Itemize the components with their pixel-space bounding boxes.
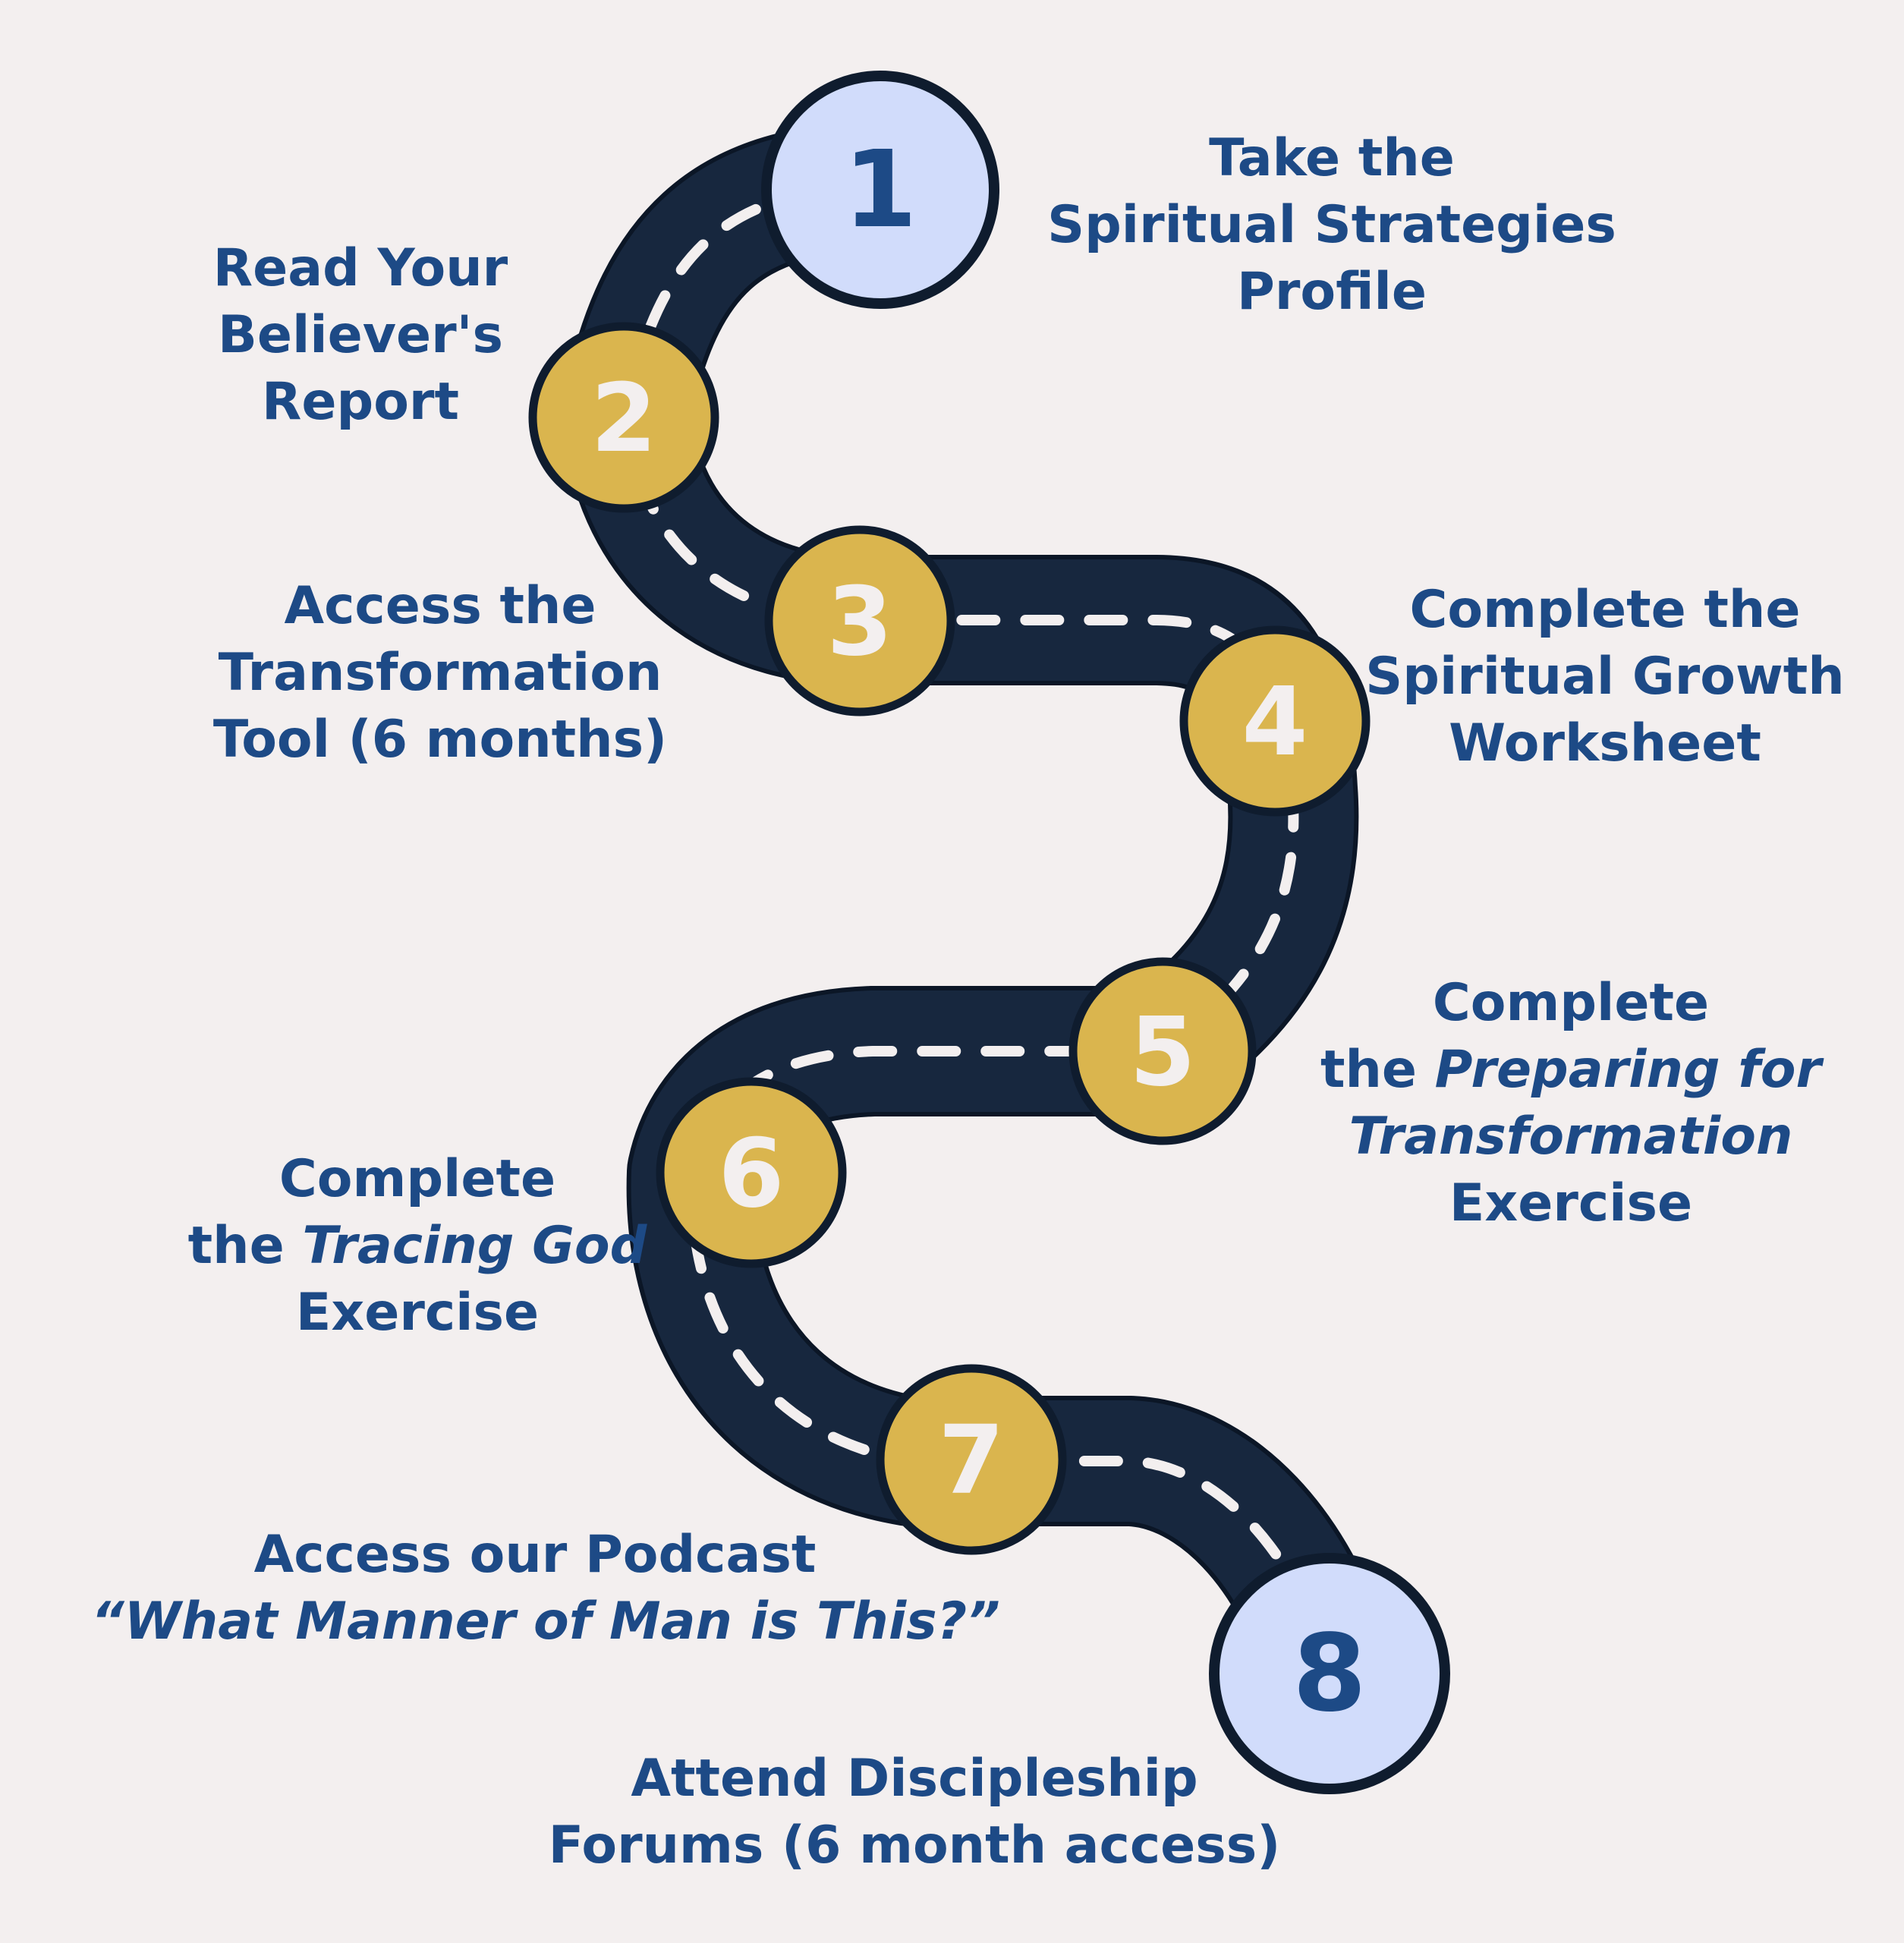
step-label-line: Access our Podcast: [91, 1522, 979, 1589]
label-text: Attend Discipleship: [631, 1749, 1198, 1809]
label-text: Read Your: [212, 238, 508, 298]
label-title-italic: Tracing God: [302, 1216, 647, 1276]
label-text: Access our Podcast: [253, 1525, 817, 1585]
step-marker-circle: [764, 525, 955, 716]
step-number: 3: [827, 567, 893, 677]
step-label-line: Spiritual Growth: [1343, 644, 1867, 710]
label-text: Profile: [1237, 262, 1427, 322]
label-title-italic: Transformation: [1349, 1107, 1793, 1167]
step-marker-circle: [1209, 1553, 1450, 1794]
label-text: Believer's: [218, 305, 503, 365]
step-number: 4: [1242, 667, 1308, 777]
step-marker-5: 5: [1068, 957, 1257, 1145]
step-marker-1: 1: [761, 71, 999, 309]
label-text: Complete: [279, 1149, 556, 1209]
step-label-line: the Preparing for: [1290, 1037, 1852, 1104]
step-label-line: Exercise: [1290, 1170, 1852, 1237]
step-marker-circle: [528, 322, 719, 513]
step-label-line: “What Manner of Man is This?”: [91, 1589, 1000, 1655]
step-marker-2: 2: [528, 322, 719, 513]
label-text: Spiritual Strategies: [1047, 195, 1616, 255]
step-label-7: Access our Podcast “What Manner of Man is…: [91, 1522, 1000, 1655]
step-marker-circle: [1068, 957, 1257, 1145]
step-label-line: Read Your: [137, 235, 584, 302]
label-text: Exercise: [295, 1283, 540, 1343]
step-number: 1: [843, 128, 917, 252]
step-label-line: Report: [137, 369, 584, 436]
step-label-line: Tool (6 months): [137, 707, 744, 773]
step-label-line: Transformation: [137, 640, 744, 707]
step-label-line: Access the: [137, 573, 744, 640]
step-marker-6: 6: [656, 1077, 847, 1268]
step-markers: 1 2 3 4 5 6 7 8: [528, 71, 1450, 1794]
step-label-line: Transformation: [1290, 1104, 1852, 1170]
step-label-line: Complete: [121, 1146, 713, 1213]
step-label-line: the Tracing God: [121, 1213, 713, 1280]
label-text: Worksheet: [1449, 713, 1761, 773]
step-marker-circle: [761, 71, 999, 309]
step-marker-4: 4: [1179, 625, 1371, 817]
label-text: Tool (6 months): [212, 710, 668, 770]
label-text: Exercise: [1449, 1173, 1693, 1233]
step-label-line: Profile: [983, 259, 1681, 326]
label-text: Transformation: [218, 643, 662, 703]
label-text: Forums (6 month access): [548, 1815, 1281, 1875]
label-title-italic: “What Manner of Man is This?”: [91, 1592, 1000, 1652]
label-text: Complete: [1432, 973, 1710, 1033]
step-label-line: Take the: [983, 125, 1681, 192]
step-number: 8: [1292, 1612, 1366, 1736]
label-text: Spiritual Growth: [1365, 647, 1845, 707]
step-label-line: Complete: [1290, 970, 1852, 1037]
step-label-line: Spiritual Strategies: [983, 192, 1681, 259]
step-marker-3: 3: [764, 525, 955, 716]
label-text: Access the: [284, 576, 596, 636]
step-label-line: Forums (6 month access): [493, 1812, 1336, 1879]
label-title-italic: Preparing for: [1434, 1040, 1822, 1100]
step-marker-circle: [656, 1077, 847, 1268]
step-label-line: Complete the: [1343, 577, 1867, 644]
step-marker-8: 8: [1209, 1553, 1450, 1794]
step-number: 5: [1130, 997, 1196, 1107]
step-marker-7: 7: [876, 1364, 1067, 1555]
step-number: 7: [939, 1406, 1005, 1516]
label-text: Take the: [1209, 128, 1455, 188]
label-text: Report: [262, 372, 459, 432]
step-label-line: Attend Discipleship: [493, 1746, 1336, 1812]
label-text: Complete the: [1409, 580, 1801, 640]
step-marker-circle: [1179, 625, 1371, 817]
label-text: the: [1320, 1040, 1435, 1100]
step-label-line: Worksheet: [1343, 710, 1867, 777]
step-number: 6: [719, 1119, 785, 1229]
label-text: the: [187, 1216, 303, 1276]
step-number: 2: [591, 364, 657, 474]
step-marker-circle: [876, 1364, 1067, 1555]
step-label-line: Believer's: [137, 302, 584, 369]
step-label-line: Exercise: [121, 1280, 713, 1346]
